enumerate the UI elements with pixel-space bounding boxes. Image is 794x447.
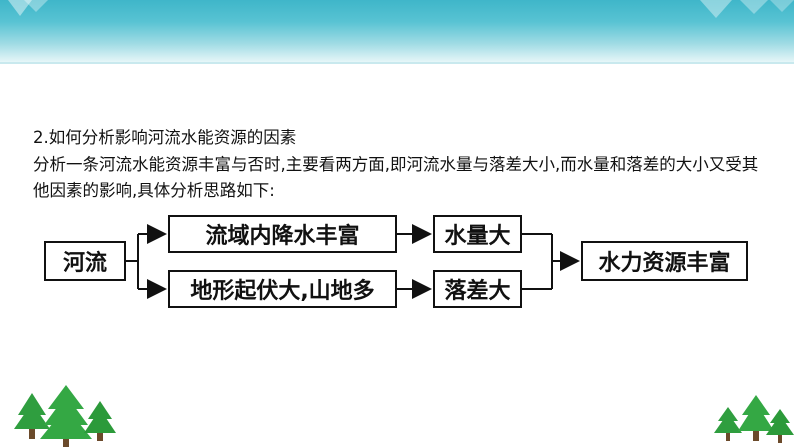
header-divider: [0, 62, 794, 64]
body-paragraph: 分析一条河流水能资源丰富与否时,主要看两方面,即河流水量与落差大小,而水量和落差…: [33, 155, 759, 200]
tree-icon: [40, 385, 92, 447]
box-river: 河流: [44, 241, 126, 281]
box-elevation-drop: 落差大: [433, 270, 522, 308]
flow-connectors: [126, 224, 580, 299]
tree-icon: [84, 401, 116, 441]
box-terrain: 地形起伏大,山地多: [168, 270, 397, 308]
box-precipitation: 流域内降水丰富: [168, 215, 397, 253]
box-hydropower-rich: 水力资源丰富: [581, 241, 748, 281]
header-banner: [0, 0, 794, 62]
tree-icon: [738, 395, 774, 441]
section-heading: 2.如何分析影响河流水能资源的因素: [33, 128, 297, 147]
tree-icon: [766, 409, 794, 443]
tree-icon: [14, 393, 50, 439]
tree-decoration: [14, 385, 794, 447]
tree-icon: [714, 407, 742, 441]
box-water-volume: 水量大: [433, 215, 522, 253]
header-decoration: [8, 0, 794, 18]
